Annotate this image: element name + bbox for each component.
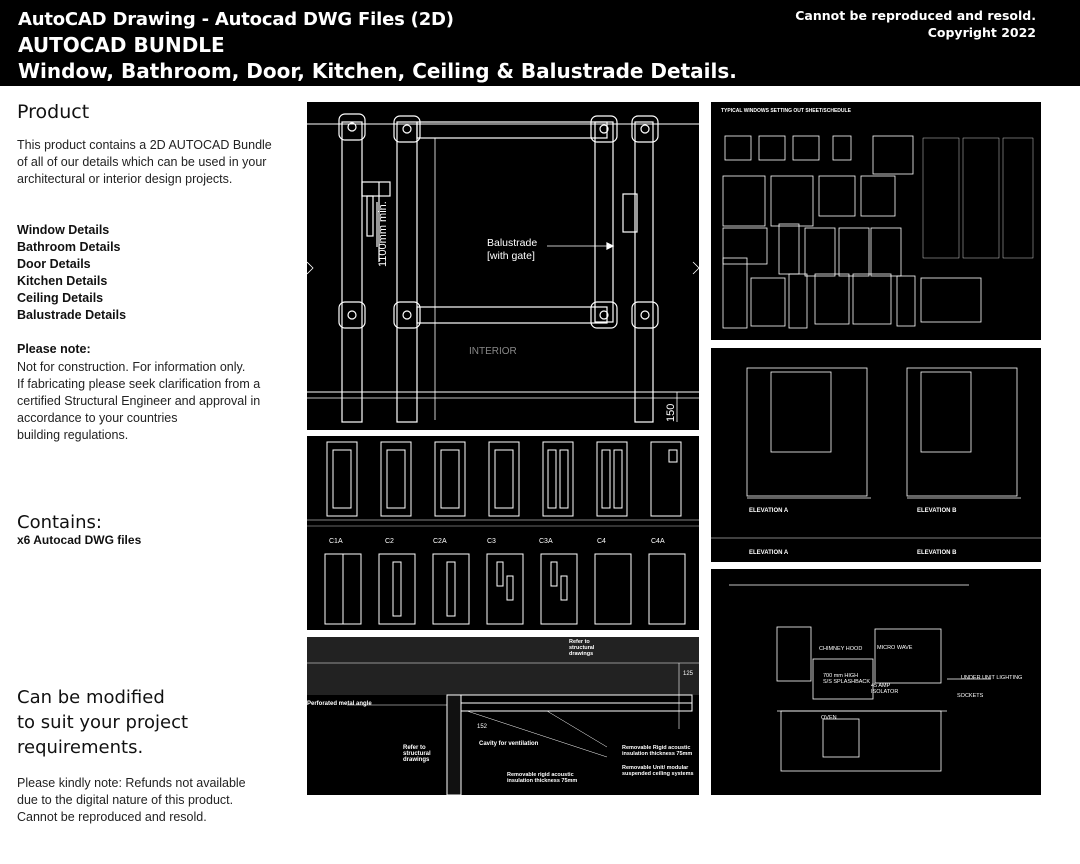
removable-rigid-label: Removable Rigid acoustic insulation thic… xyxy=(622,745,693,757)
interior-label: INTERIOR xyxy=(469,346,517,357)
door-code: C3 xyxy=(487,538,496,545)
removable-unit-label: Removable Unit/ modular suspended ceilin… xyxy=(622,765,694,777)
detail-item: Door Details xyxy=(17,257,91,271)
door-code: C4A xyxy=(651,538,665,545)
microwave-label: MICRO WAVE xyxy=(877,645,913,651)
note-line: Not for construction. For information on… xyxy=(17,360,246,374)
refund-note: Please kindly note: Refunds not availabl… xyxy=(17,776,246,824)
kitchen-drawing: CHIMNEY HOOD 700 mm HIGH S/S SPLASHBACK … xyxy=(711,569,1041,795)
splashback-line1: 700 mm HIGH xyxy=(823,673,859,679)
isolator-line2: ISOLATOR xyxy=(871,689,899,695)
modify-line: requirements. xyxy=(17,737,144,758)
door-sections-row xyxy=(324,553,686,625)
elevation-a-label: ELEVATION A xyxy=(749,508,789,514)
header-title-line3: Window, Bathroom, Door, Kitchen, Ceiling… xyxy=(18,59,737,83)
sockets-label: SOCKETS xyxy=(957,693,984,699)
note-line: If fabricating please seek clarification… xyxy=(17,377,261,425)
note-text: Not for construction. For information on… xyxy=(17,359,282,444)
doors-drawing: C1A C2 C2A C3 C3A C4 C4A xyxy=(307,436,699,630)
perforated-label: Perforated metal angle xyxy=(307,701,372,707)
product-description: This product contains a 2D AUTOCAD Bundl… xyxy=(17,138,272,186)
modify-line: Can be modified xyxy=(17,687,165,708)
dim-125: 125 xyxy=(683,671,694,677)
contains-heading: Contains: xyxy=(17,512,102,533)
under-unit-label: UNDER UNIT LIGHTING xyxy=(961,675,1023,681)
door-code: C1A xyxy=(329,538,343,545)
modify-heading: Can be modified to suit your project req… xyxy=(17,685,257,760)
header-title-line2: AUTOCAD BUNDLE xyxy=(18,33,225,57)
door-code: C3A xyxy=(539,538,553,545)
header-banner: AutoCAD Drawing - Autocad DWG Files (2D)… xyxy=(0,0,1080,86)
detail-item: Ceiling Details xyxy=(17,291,104,305)
product-heading: Product xyxy=(17,101,90,123)
elevation-a-label-lower: ELEVATION A xyxy=(749,550,789,556)
door-code: C2A xyxy=(433,538,447,545)
modify-line: to suit your project xyxy=(17,712,189,733)
removable-rigid2-label: Removable rigid acoustic insulation thic… xyxy=(507,772,578,784)
detail-item: Window Details xyxy=(17,223,110,237)
header-rights: Cannot be reproduced and resold. xyxy=(795,8,1036,23)
detail-item: Bathroom Details xyxy=(17,240,121,254)
refer-structural-label: Refer to structural drawings xyxy=(403,745,431,763)
splashback-line2: S/S SPLASHBACK xyxy=(823,679,871,685)
door-code: C4 xyxy=(597,538,606,545)
isolator-label: 45 AMP ISOLATOR xyxy=(871,683,898,695)
header-title-line1: AutoCAD Drawing - Autocad DWG Files (2D) xyxy=(18,9,454,30)
isolator-line1: 45 AMP xyxy=(871,683,891,689)
cavity-label: Cavity for ventilation xyxy=(479,741,539,747)
balustrade-label: Balustrade [with gate] xyxy=(487,237,537,263)
small-dimension: 150 xyxy=(665,403,677,422)
balustrade-drawing: Balustrade [with gate] 1100mm min. INTER… xyxy=(307,102,699,430)
windows-title: TYPICAL WINDOWS SETTING OUT SHEET/SCHEDU… xyxy=(721,108,851,114)
balustrade-label-line2: [with gate] xyxy=(487,250,535,262)
bathroom-drawing: ELEVATION A ELEVATION B ELEVATION A ELEV… xyxy=(711,348,1041,562)
balustrade-label-line1: Balustrade xyxy=(487,237,538,249)
splashback-label: 700 mm HIGH S/S SPLASHBACK xyxy=(823,673,870,685)
details-list: Window Details Bathroom Details Door Det… xyxy=(17,222,126,324)
oven-label: OVEN xyxy=(821,715,837,721)
header-copyright: Copyright 2022 xyxy=(927,25,1036,40)
door-elevations-row xyxy=(307,441,699,527)
detail-item: Kitchen Details xyxy=(17,274,108,288)
door-code: C2 xyxy=(385,538,394,545)
contains-text: x6 Autocad DWG files xyxy=(17,533,142,547)
refer-structural-top-label: Refer to structural drawings xyxy=(569,639,595,657)
height-dimension: 1100mm min. xyxy=(377,201,389,267)
detail-item: Balustrade Details xyxy=(17,308,127,322)
windows-drawing: TYPICAL WINDOWS SETTING OUT SHEET/SCHEDU… xyxy=(711,102,1041,340)
ceiling-drawing: Perforated metal angle Refer to structur… xyxy=(307,637,699,795)
elevation-b-label: ELEVATION B xyxy=(917,508,957,514)
elevation-b-label-lower: ELEVATION B xyxy=(917,550,957,556)
note-heading: Please note: xyxy=(17,342,91,356)
note-line: building regulations. xyxy=(17,428,129,442)
chimney-label: CHIMNEY HOOD xyxy=(819,646,863,652)
dim-152: 152 xyxy=(477,724,488,730)
